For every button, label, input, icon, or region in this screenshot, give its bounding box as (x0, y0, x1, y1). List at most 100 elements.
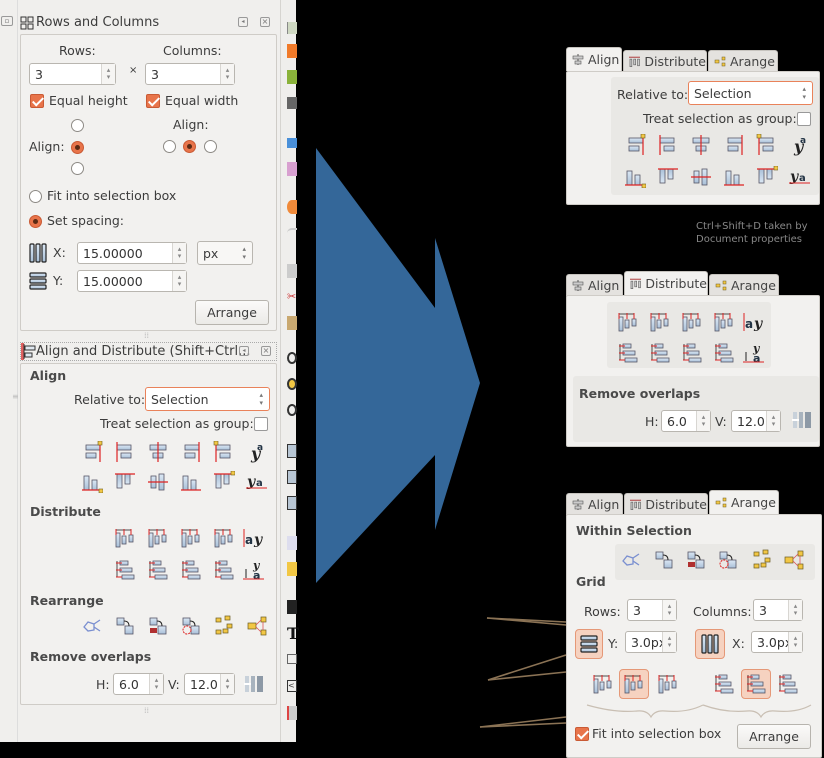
clone-icon[interactable] (287, 470, 297, 484)
treat-as-group-checkbox[interactable] (254, 417, 268, 431)
col-align-left-radio[interactable] (163, 140, 176, 153)
undo-icon[interactable] (287, 200, 297, 214)
tab-distribute[interactable]: Distribute (624, 271, 708, 295)
distribute-bottom-edges-icon[interactable] (681, 342, 703, 364)
column-align-left-icon[interactable] (592, 673, 614, 695)
align-right-edges-icon[interactable] (723, 134, 745, 156)
align-bottom-to-top-anchor-icon[interactable] (624, 166, 646, 188)
align-right-to-left-anchor-icon[interactable] (624, 134, 646, 156)
align-text-baselines-icon[interactable] (789, 166, 811, 188)
row-align-middle-radio[interactable] (71, 141, 84, 154)
paste-icon[interactable] (287, 316, 297, 330)
v-gap-spinbox[interactable]: 12.0▴▾ (184, 673, 235, 695)
import-icon[interactable] (287, 138, 297, 148)
remove-overlaps-icon[interactable] (791, 409, 813, 431)
fill-stroke-icon[interactable] (287, 600, 297, 614)
exchange-positions-icon[interactable] (653, 549, 675, 571)
h-gap-spinbox[interactable]: 6.0▴▾ (661, 410, 711, 432)
xml-editor-icon[interactable]: < (287, 680, 297, 692)
layers-icon[interactable] (287, 654, 297, 664)
center-vertical-axis-icon[interactable] (690, 134, 712, 156)
rows-spinbox[interactable]: 3▴▾ (627, 599, 677, 621)
redo-icon[interactable] (287, 228, 297, 238)
set-spacing-radio[interactable] (29, 215, 42, 228)
unit-select[interactable]: px▴▾ (197, 241, 253, 265)
align-top-to-bottom-anchor-icon[interactable] (213, 471, 235, 493)
tab-distribute[interactable]: Distribute (624, 493, 708, 515)
zoom-page-icon[interactable] (287, 404, 297, 416)
x-spacing-spinbox[interactable]: 3.0px▴▾ (751, 631, 803, 653)
drag-handle-icon[interactable]: ≡ (12, 392, 19, 401)
align-baseline-anchors-icon[interactable] (789, 134, 811, 156)
cut-icon[interactable]: ✂ (287, 290, 297, 303)
col-align-center-radio[interactable] (183, 140, 196, 153)
distribute-right-edges-icon[interactable] (681, 311, 703, 333)
v-gap-spinbox[interactable]: 12.0▴▾ (731, 410, 781, 432)
unclump-graph-icon[interactable] (620, 549, 642, 571)
relative-to-select[interactable]: Selection▴▾ (145, 387, 270, 411)
row-align-top-icon[interactable] (713, 673, 735, 695)
y-spacing-spinbox[interactable]: 15.00000▴▾ (77, 270, 187, 292)
dock-icon[interactable]: ▫ (1, 16, 13, 26)
relative-to-select[interactable]: Selection▴▾ (688, 81, 813, 105)
row-align-bottom-radio[interactable] (71, 162, 84, 175)
unclump-objects-icon[interactable] (783, 549, 805, 571)
exchange-positions-z-order-icon[interactable] (147, 615, 169, 637)
text-font-icon[interactable]: T (287, 624, 299, 643)
exchange-positions-z-order-icon[interactable] (685, 549, 707, 571)
h-gap-spinbox[interactable]: 6.0▴▾ (113, 673, 164, 695)
iconify-icon[interactable]: ◂ (239, 346, 249, 356)
align-bottom-to-top-anchor-icon[interactable] (81, 471, 103, 493)
pane-resize-handle[interactable]: ⁞⁞ (144, 331, 150, 340)
tab-align[interactable]: Align (566, 47, 622, 71)
close-icon[interactable]: × (261, 346, 271, 356)
row-align-top-radio[interactable] (71, 119, 84, 132)
group-icon[interactable] (287, 536, 297, 550)
iconify-icon[interactable]: ◂ (238, 17, 248, 27)
align-left-edges-icon[interactable] (657, 134, 679, 156)
tab-arrange[interactable]: Arange (708, 50, 778, 72)
export-icon[interactable] (287, 162, 297, 176)
y-spacing-spinbox[interactable]: 3.0px▴▾ (625, 631, 677, 653)
align-right-to-left-anchor-icon[interactable] (81, 441, 103, 463)
randomize-positions-icon[interactable] (751, 549, 773, 571)
zoom-drawing-icon[interactable] (287, 378, 297, 390)
distribute-baseline-anchors-vertical-icon[interactable]: ya (243, 559, 265, 581)
distribute-left-edges-icon[interactable] (617, 311, 639, 333)
tab-arrange[interactable]: Arange (709, 490, 779, 514)
open-icon[interactable] (287, 44, 297, 58)
center-horizontal-axis-icon[interactable] (147, 471, 169, 493)
arrange-button[interactable]: Arrange (737, 724, 811, 749)
x-spacing-spinbox[interactable]: 15.00000▴▾ (77, 242, 187, 264)
distribute-baseline-anchors-vertical-icon[interactable]: ya (743, 342, 765, 364)
tab-align[interactable]: Align (566, 493, 623, 515)
align-top-edges-icon[interactable] (657, 166, 679, 188)
new-document-icon[interactable] (287, 22, 297, 34)
row-align-bottom-icon[interactable] (777, 673, 799, 695)
distribute-gaps-vertical-icon[interactable] (713, 342, 735, 364)
columns-spinbox[interactable]: 3▴▾ (145, 63, 235, 85)
print-icon[interactable] (287, 97, 297, 109)
align-top-to-bottom-anchor-icon[interactable] (756, 166, 778, 188)
rows-spinbox[interactable]: 3▴▾ (29, 63, 116, 85)
copy-icon[interactable] (287, 264, 297, 278)
equal-height-checkbox[interactable] (30, 94, 44, 108)
center-vertical-axis-icon[interactable] (147, 441, 169, 463)
save-icon[interactable] (287, 70, 297, 84)
pane-resize-handle[interactable]: ⁞⁞ (144, 706, 150, 715)
duplicate-icon[interactable] (287, 444, 297, 458)
exchange-positions-clockwise-icon[interactable] (717, 549, 739, 571)
align-left-to-right-anchor-icon[interactable] (213, 441, 235, 463)
align-distribute-icon[interactable] (287, 706, 297, 720)
equal-width-checkbox[interactable] (146, 94, 160, 108)
col-align-right-radio[interactable] (204, 140, 217, 153)
tab-align[interactable]: Align (566, 274, 623, 296)
arrange-button[interactable]: Arrange (195, 300, 269, 325)
distribute-gaps-horizontal-icon[interactable] (713, 311, 735, 333)
treat-as-group-checkbox[interactable] (797, 112, 811, 126)
fit-into-selection-checkbox[interactable] (575, 727, 589, 741)
close-icon[interactable]: × (260, 17, 270, 27)
align-left-to-right-anchor-icon[interactable] (756, 134, 778, 156)
